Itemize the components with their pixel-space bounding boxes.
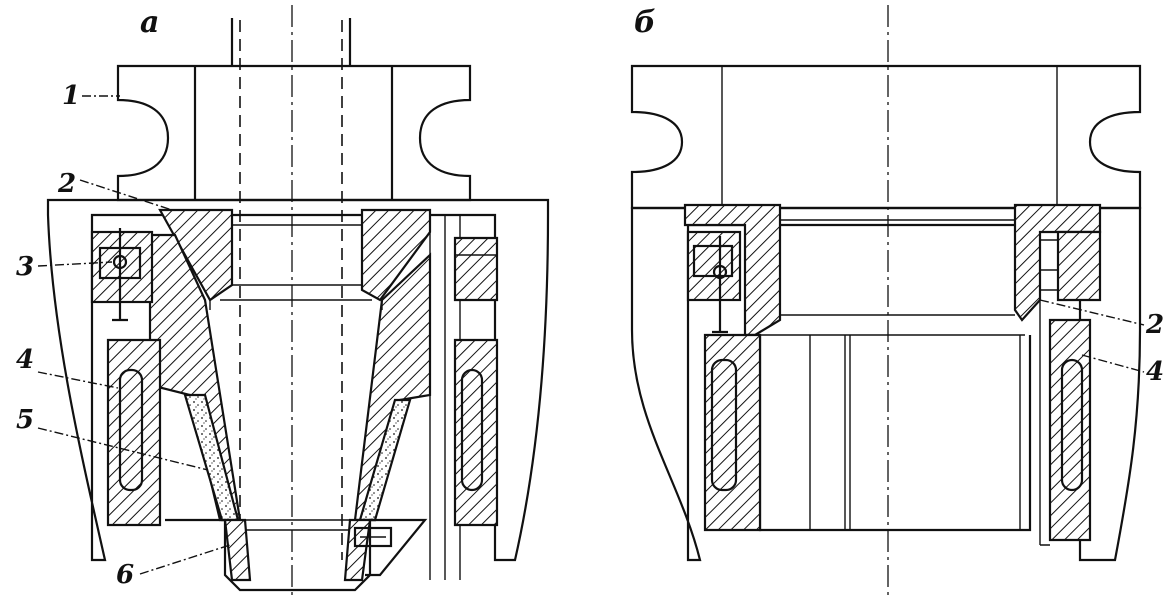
panel-a-letter: а — [140, 5, 159, 40]
callout-a-5: 5 — [16, 405, 34, 435]
callout-a-2: 2 — [57, 169, 76, 199]
callout-a-6: 6 — [116, 560, 134, 590]
panel-b-letter: б — [634, 5, 656, 40]
callout-b-4: 4 — [1146, 357, 1164, 387]
callouts-a: 1 2 3 4 5 6 — [16, 81, 231, 590]
panel-b — [630, 5, 1142, 600]
panel-a — [46, 5, 550, 600]
callouts-b: 2 4 — [1039, 299, 1164, 387]
callout-a-3: 3 — [16, 252, 34, 282]
callout-b-2: 2 — [1145, 310, 1164, 340]
callout-a-4: 4 — [16, 345, 34, 375]
callout-a-1: 1 — [62, 81, 80, 111]
